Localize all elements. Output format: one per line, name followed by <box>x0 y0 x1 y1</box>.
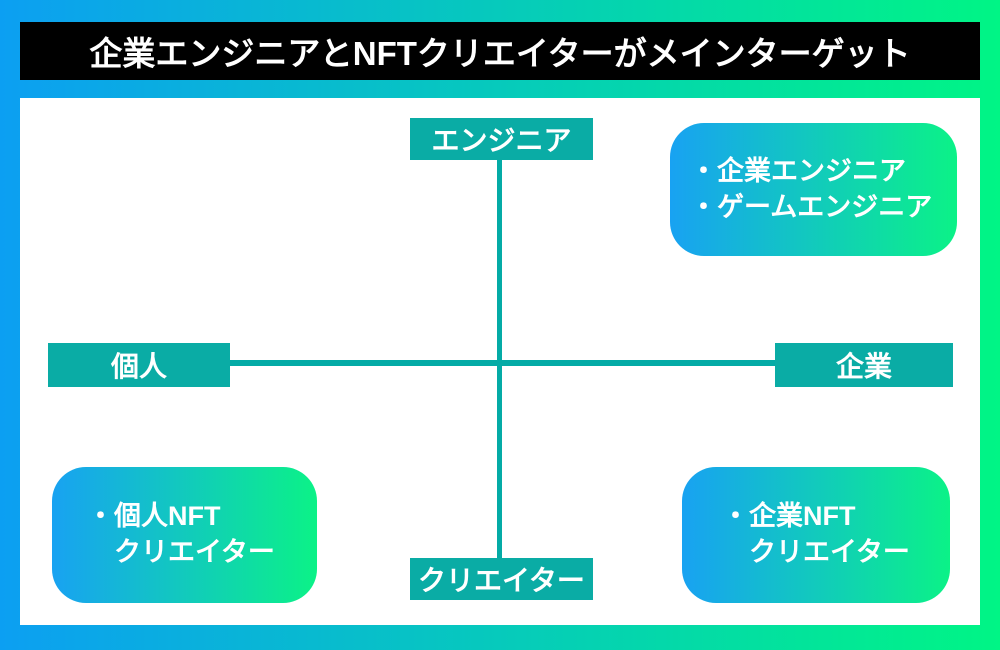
bullet-glyph: ・ <box>87 501 114 532</box>
axis-label-top: エンジニア <box>410 118 593 160</box>
title-bar: 企業エンジニアとNFTクリエイターがメインターゲット <box>20 22 980 80</box>
axis-label-left-text: 個人 <box>110 351 167 382</box>
axis-label-top-text: エンジニア <box>431 125 572 156</box>
bullet-item-text: 企業エンジニア <box>717 155 906 186</box>
page-title: 企業エンジニアとNFTクリエイターがメインターゲット <box>89 35 911 72</box>
vertical-axis-line <box>497 160 502 558</box>
bullet-item: ・企業NFT クリエイター <box>722 499 940 570</box>
axis-label-left: 個人 <box>48 343 230 387</box>
quadrant-box-bottom-left-list: ・個人NFT クリエイター <box>87 499 307 570</box>
axis-label-right: 企業 <box>775 343 953 387</box>
quadrant-box-bottom-left: ・個人NFT クリエイター <box>52 467 317 603</box>
quadrant-box-bottom-right: ・企業NFT クリエイター <box>682 467 950 603</box>
bullet-item-text: ゲームエンジニア <box>717 191 933 222</box>
bullet-glyph: ・ <box>722 501 749 532</box>
axis-label-bottom-text: クリエイター <box>418 565 585 596</box>
bullet-glyph: ・ <box>690 155 717 186</box>
bullet-item-text: 個人NFT クリエイター <box>114 501 275 567</box>
quadrant-box-top-right-list: ・企業エンジニア・ゲームエンジニア <box>690 154 947 225</box>
quadrant-box-top-right: ・企業エンジニア・ゲームエンジニア <box>670 123 957 256</box>
axis-label-bottom: クリエイター <box>410 558 593 600</box>
bullet-item: ・ゲームエンジニア <box>690 190 947 226</box>
horizontal-axis-line <box>228 360 775 366</box>
bullet-item: ・企業エンジニア <box>690 154 947 190</box>
bullet-item: ・個人NFT クリエイター <box>87 499 307 570</box>
bullet-glyph: ・ <box>690 191 717 222</box>
axis-label-right-text: 企業 <box>835 351 892 382</box>
quadrant-box-bottom-right-list: ・企業NFT クリエイター <box>722 499 940 570</box>
bullet-item-text: 企業NFT クリエイター <box>749 501 910 567</box>
